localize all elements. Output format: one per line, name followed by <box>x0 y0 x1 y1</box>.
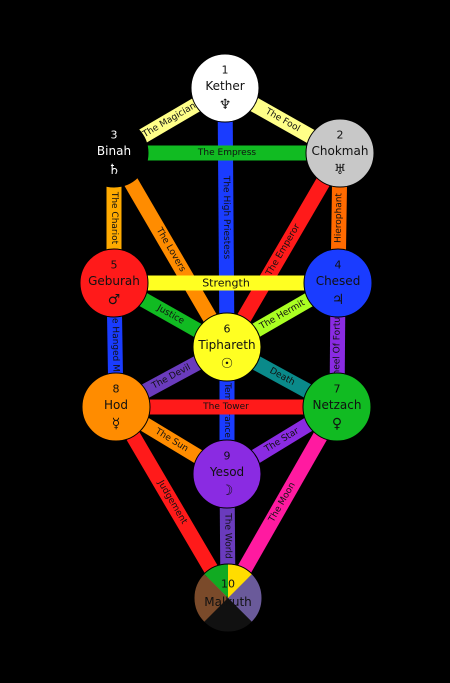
sephirah-name: Yesod <box>209 465 244 479</box>
sephirah-number: 10 <box>221 578 235 591</box>
path-label: The Magician <box>140 101 197 140</box>
sephirah-circle <box>192 439 262 509</box>
sephirah-circle <box>81 372 151 442</box>
path-label: The High Priestess <box>221 175 232 260</box>
path-label: Hierophant <box>334 192 345 243</box>
planet-symbol-icon: ♂ <box>108 292 121 308</box>
sephirah-circle <box>303 248 373 318</box>
malkuth-quarter <box>194 598 262 632</box>
sephirah-number: 6 <box>224 323 231 336</box>
sephirah-outline <box>193 563 263 633</box>
path-bar <box>220 149 347 351</box>
sephirah-name: Netzach <box>313 398 362 412</box>
sephirah-circle <box>79 248 149 318</box>
path-label: The Hanged Man <box>109 306 120 384</box>
sephirah-number: 8 <box>113 383 120 396</box>
sephirah-circle <box>305 118 375 188</box>
malkuth-quarter <box>228 564 262 632</box>
sephirah-circle <box>192 312 262 382</box>
planet-symbol-icon: ♀ <box>332 416 342 432</box>
planet-symbol-icon: ☿ <box>112 416 121 432</box>
sephirah-number: 5 <box>111 259 118 272</box>
sephirah-name: Chokmah <box>312 144 369 158</box>
path-label: Judgement <box>155 478 189 526</box>
path-bar <box>217 87 235 348</box>
sephirah-name: Hod <box>104 398 128 412</box>
planet-symbol-icon: ☉ <box>221 356 234 372</box>
path-label: Strength <box>202 277 250 290</box>
sephirah-number: 7 <box>334 383 341 396</box>
planet-symbol-icon: ♆ <box>219 97 232 113</box>
malkuth-quarter <box>194 564 228 632</box>
path-label: The Lovers <box>153 225 187 274</box>
path-the-tower: The Tower <box>116 399 337 415</box>
sephirah-number: 2 <box>337 129 344 142</box>
sephirah-circle <box>79 118 149 188</box>
path-label: The Chariot <box>109 191 119 245</box>
path-label: The Moon <box>267 481 298 525</box>
malkuth-quarters <box>194 564 262 632</box>
sephirah-name: Binah <box>97 144 131 158</box>
sephirah-name: Malkuth <box>204 595 252 609</box>
sephirah-name: Chesed <box>316 274 361 288</box>
sephirah-number: 4 <box>335 259 342 272</box>
path-bar <box>221 403 344 602</box>
path-the-empress: The Empress <box>114 145 340 161</box>
path-bar <box>107 149 234 351</box>
planet-symbol-icon: ♄ <box>108 162 121 178</box>
path-strength: Strength <box>114 275 338 291</box>
path-label: The Tower <box>202 402 249 412</box>
path-bar <box>109 403 235 602</box>
sephirah-circle <box>302 372 372 442</box>
sephirah-number: 9 <box>224 450 231 463</box>
sephirah-name: Kether <box>205 79 244 93</box>
path-label: The Empress <box>197 148 256 158</box>
sephirah-number: 3 <box>111 129 118 142</box>
sephirah-name: Geburah <box>88 274 140 288</box>
path-high-priestess: The High Priestess <box>217 87 235 348</box>
sephirah-circle <box>190 53 260 123</box>
sephirah-number: 1 <box>222 64 229 77</box>
planet-symbol-icon: ♅ <box>334 162 347 178</box>
path-label: The Hermit <box>257 298 307 332</box>
path-label: The World <box>222 512 232 558</box>
planet-symbol-icon: ☽ <box>221 483 234 499</box>
planet-symbol-icon: ♃ <box>332 292 345 308</box>
path-label: Wheel Of Fortune <box>332 305 343 384</box>
path-label: The Emperor <box>264 222 302 278</box>
sephirah-name: Tiphareth <box>197 338 255 352</box>
